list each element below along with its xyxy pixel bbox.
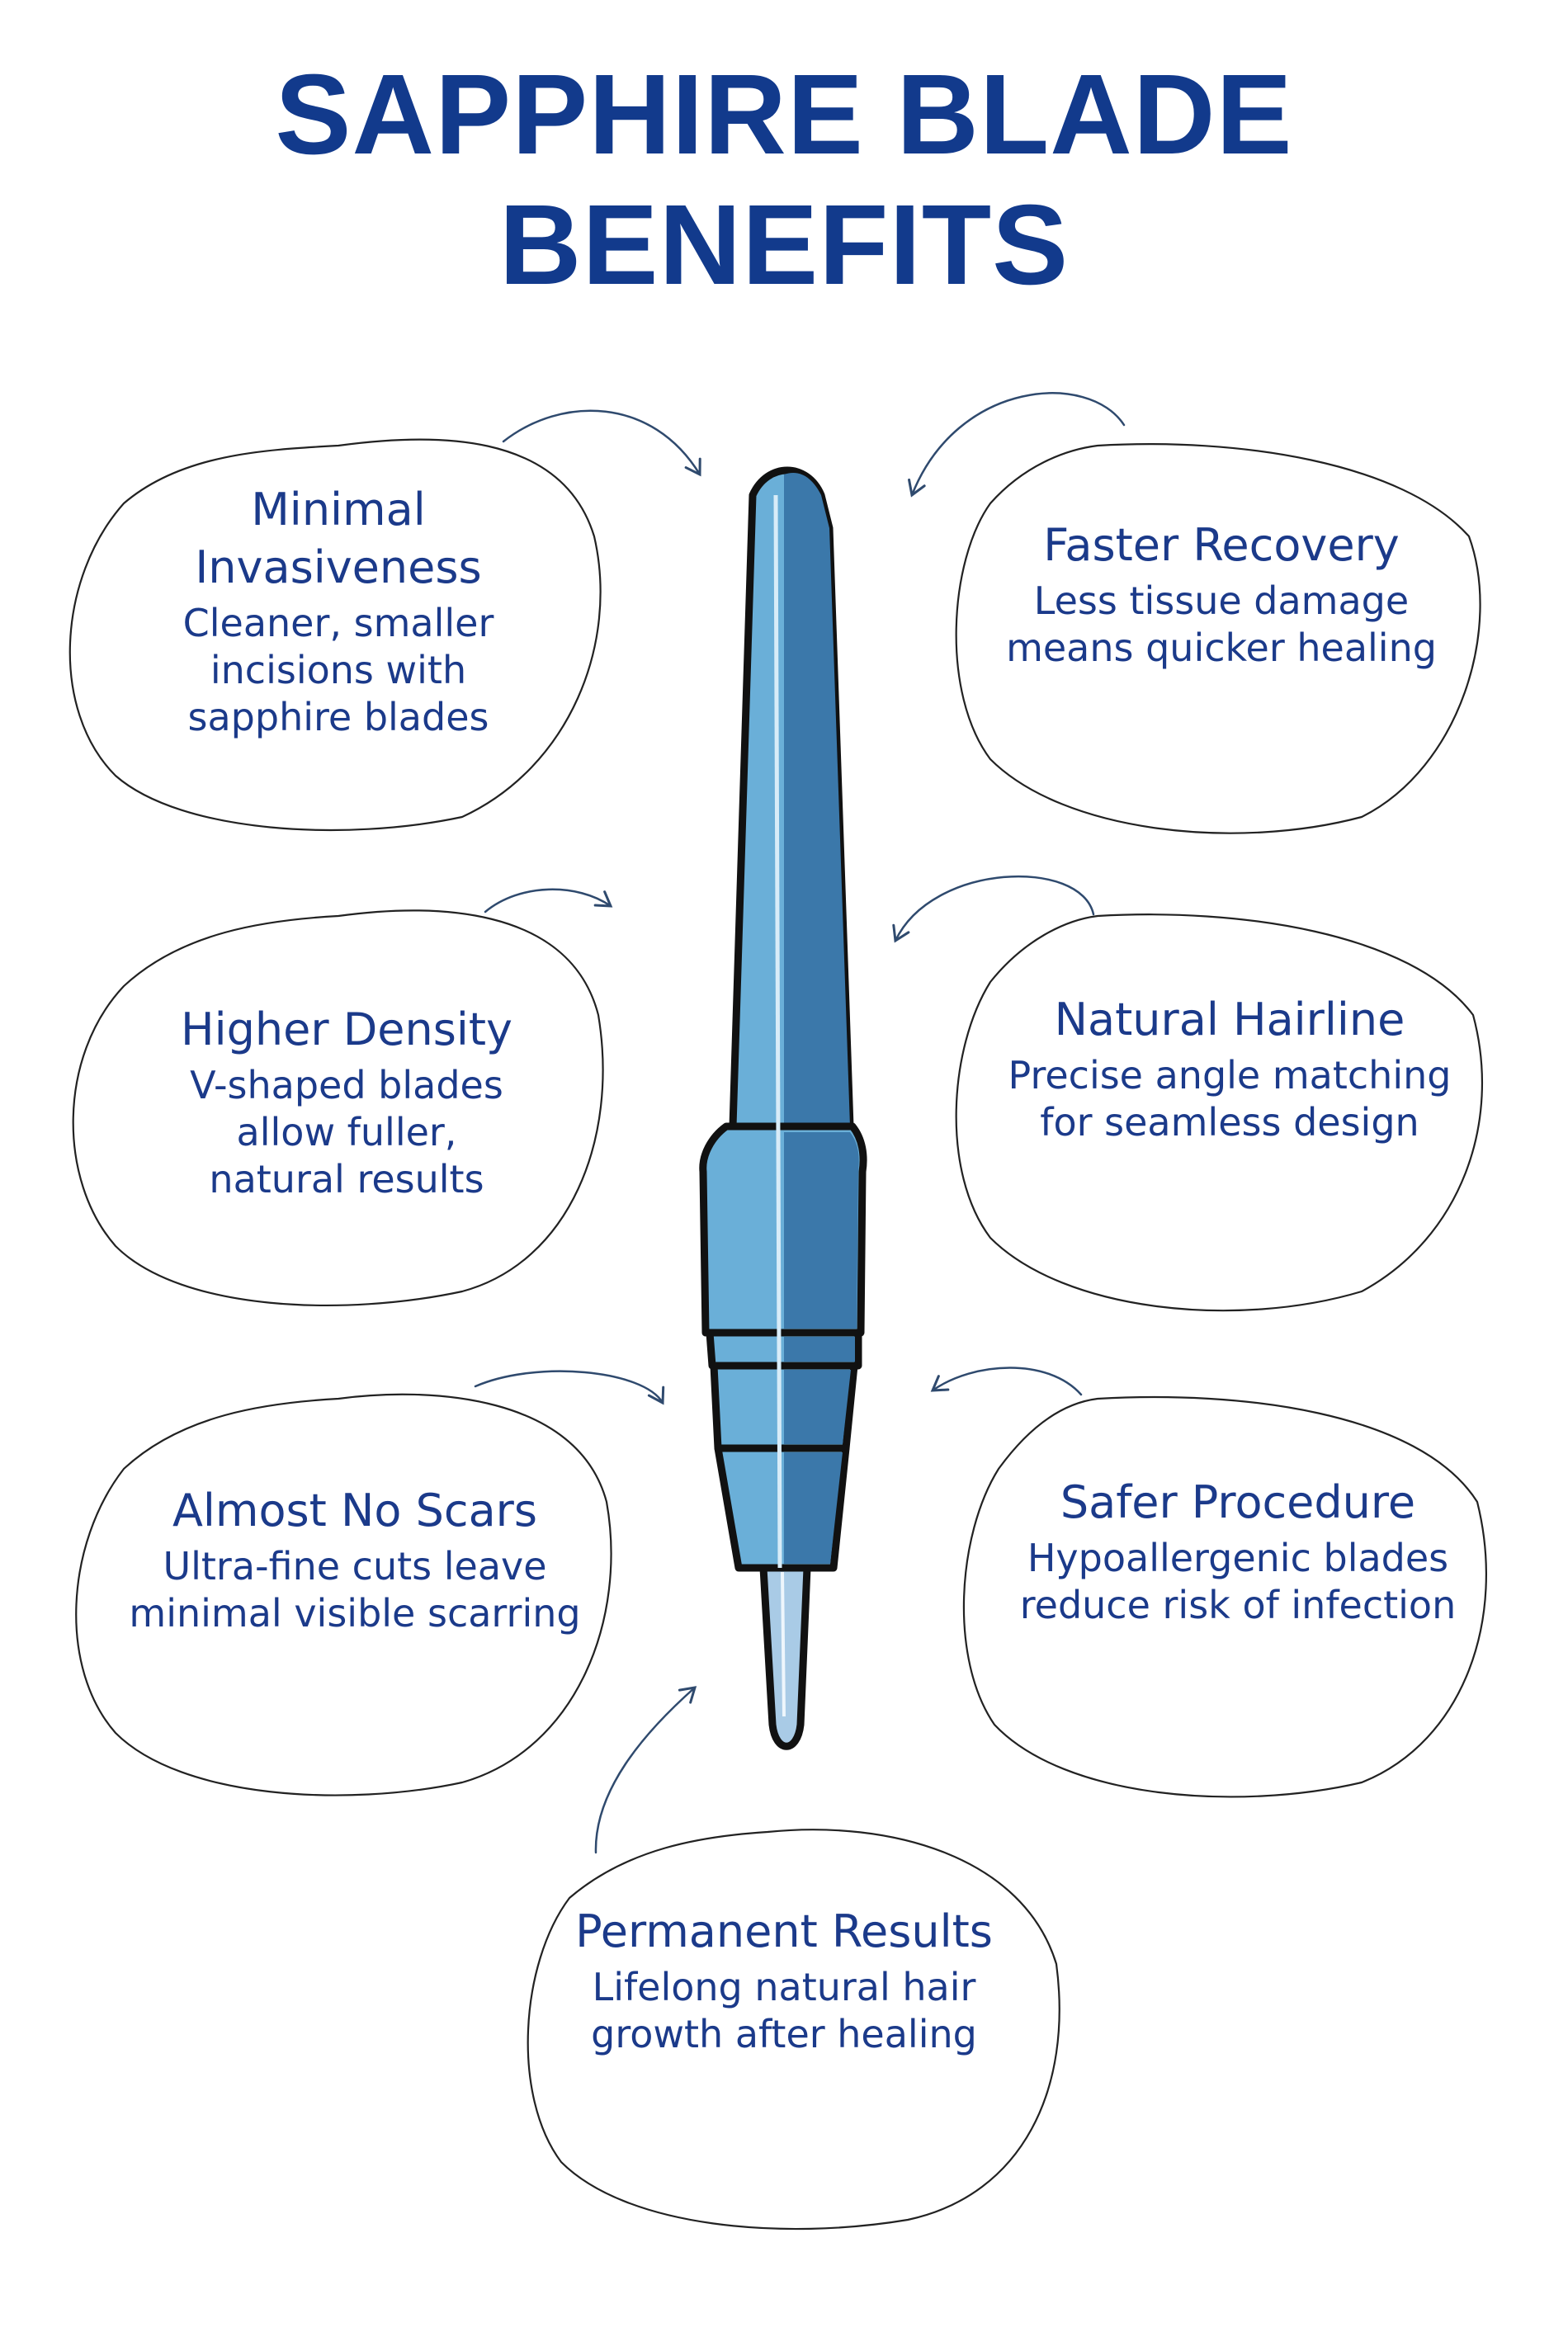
benefit-title: Almost No Scars bbox=[172, 1485, 538, 1537]
bubble-outline-natural-hairline bbox=[955, 913, 1483, 1312]
arrow-natural-hairline bbox=[892, 875, 1095, 943]
benefit-title: Permanent Results bbox=[575, 1905, 993, 1957]
sapphire-blade-pen-icon bbox=[699, 466, 867, 1750]
benefit-higher-density: Higher Density V-shaped blades allow ful… bbox=[116, 990, 578, 1213]
benefit-title: Higher Density bbox=[181, 1003, 512, 1055]
arrow-higher-density bbox=[484, 888, 613, 913]
benefit-permanent-results: Permanent Results Lifelong natural hair … bbox=[545, 1898, 1023, 2063]
page-title-line-2: BENEFITS bbox=[498, 182, 1070, 309]
page-title: SAPPHIRE BLADE BENEFITS bbox=[0, 50, 1568, 310]
arrow-faster-recovery bbox=[908, 392, 1126, 498]
benefit-minimal-invasiveness: Minimal Invasiveness Cleaner, smaller in… bbox=[124, 474, 553, 747]
arrow-minimal-invasiveness bbox=[502, 409, 701, 477]
benefit-safer-procedure: Safer Procedure Hypoallergenic blades re… bbox=[982, 1469, 1494, 1634]
benefit-description: Lifelong natural hair growth after heali… bbox=[591, 1965, 977, 2056]
bubble-outline-permanent-results bbox=[527, 1829, 1060, 2231]
benefit-description: Ultra-fine cuts leave minimal visible sc… bbox=[129, 1544, 581, 1636]
arrow-permanent-results bbox=[594, 1686, 697, 1854]
benefit-description: Cleaner, smaller incisions with sapphire… bbox=[182, 600, 494, 739]
bubble-outline-safer-procedure bbox=[962, 1395, 1487, 1798]
bubble-outline-faster-recovery bbox=[955, 443, 1481, 834]
bubble-outline-almost-no-scars bbox=[75, 1393, 612, 1796]
benefit-title: Minimal Invasiveness bbox=[195, 483, 482, 593]
page-title-line-1: SAPPHIRE BLADE bbox=[275, 51, 1293, 178]
bubble-outline-higher-density bbox=[72, 909, 604, 1307]
benefit-title: Faster Recovery bbox=[1043, 519, 1400, 571]
arrow-almost-no-scars bbox=[474, 1370, 665, 1405]
benefit-almost-no-scars: Almost No Scars Ultra-fine cuts leave mi… bbox=[99, 1477, 611, 1642]
arrow-safer-procedure bbox=[930, 1367, 1083, 1396]
benefit-title: Safer Procedure bbox=[1060, 1476, 1416, 1528]
benefit-description: V-shaped blades allow fuller, natural re… bbox=[190, 1062, 503, 1201]
benefit-description: Hypoallergenic blades reduce risk of inf… bbox=[1019, 1536, 1457, 1627]
bubble-outline-minimal-invasiveness bbox=[68, 438, 602, 831]
benefit-natural-hairline: Natural Hairline Precise angle matching … bbox=[974, 986, 1485, 1151]
benefit-title: Natural Hairline bbox=[1054, 994, 1405, 1046]
benefit-faster-recovery: Faster Recovery Less tissue damage means… bbox=[974, 512, 1469, 677]
benefit-description: Precise angle matching for seamless desi… bbox=[1008, 1053, 1452, 1145]
benefit-description: Less tissue damage means quicker healing bbox=[1006, 578, 1437, 670]
